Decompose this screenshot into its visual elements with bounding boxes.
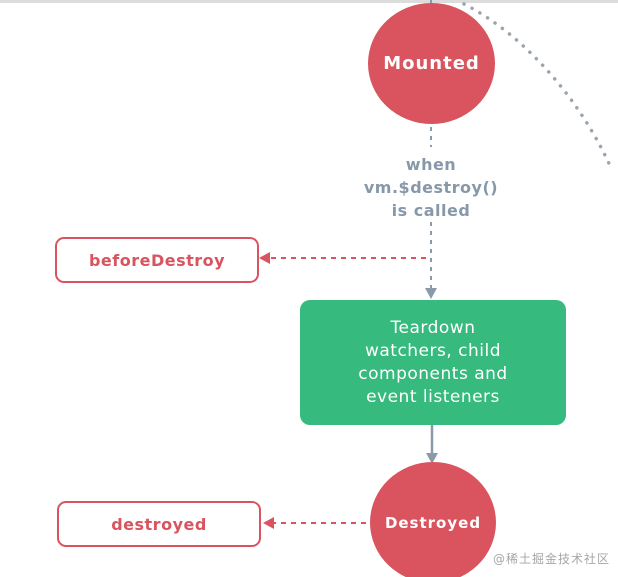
before-destroy-hook: beforeDestroy <box>55 237 259 283</box>
teardown-line-3: components and <box>358 363 508 384</box>
before-destroy-arrowhead <box>259 252 270 264</box>
watermark-text: @稀土掘金技术社区 <box>492 552 610 566</box>
teardown-node: Teardown watchers, child components and … <box>300 300 566 425</box>
teardown-line-2: watchers, child <box>364 340 502 361</box>
destroyed-node: Destroyed <box>370 462 496 577</box>
condition-line-3: is called <box>391 201 471 220</box>
mounted-node: Mounted <box>368 3 495 124</box>
mounted-label: Mounted <box>383 53 480 74</box>
destroyed-hook-arrowhead <box>263 517 274 529</box>
teardown-arrowhead <box>425 288 437 299</box>
before-destroy-label: beforeDestroy <box>88 250 226 270</box>
top-border-line <box>0 0 618 3</box>
destroy-condition-text: when vm.$destroy() is called <box>321 153 541 222</box>
destroyed-hook: destroyed <box>57 501 261 547</box>
condition-line-2: vm.$destroy() <box>363 178 499 197</box>
teardown-line-4: event listeners <box>366 386 500 407</box>
teardown-line-1: Teardown <box>390 317 476 338</box>
destroyed-hook-label: destroyed <box>111 514 207 534</box>
destroyed-label: Destroyed <box>384 513 482 532</box>
condition-line-1: when <box>405 155 457 174</box>
